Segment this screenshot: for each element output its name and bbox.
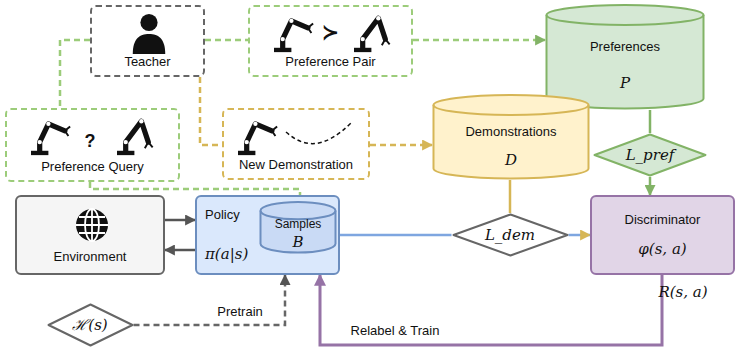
signal-label: R(s, a) [658, 283, 707, 301]
samples-store: SamplesB [259, 202, 337, 254]
globe-icon [74, 207, 110, 243]
discriminator-box: Discriminator φ(s, a) [590, 195, 735, 275]
math-symbol: L_dem [485, 226, 535, 244]
demonstrations-store: DemonstrationsD [432, 95, 590, 180]
math-symbol: P [620, 74, 630, 92]
edge-label: Relabel & Train [349, 323, 442, 339]
node-label: New Demonstration [239, 157, 353, 173]
connector [200, 77, 222, 145]
loss-node: L_dem [452, 213, 569, 257]
node-label: Preferences [590, 39, 660, 55]
math-symbol: L_pref [626, 146, 675, 164]
arm2-icon [352, 13, 396, 53]
connector [165, 219, 195, 222]
connector [90, 182, 300, 195]
connector [340, 234, 452, 237]
connector [60, 40, 90, 108]
node-label: Samples [275, 217, 322, 231]
connector [413, 39, 545, 42]
edge-label: Pretrain [215, 304, 265, 320]
traj-icon [284, 118, 354, 152]
connector [205, 39, 248, 42]
connector [649, 110, 652, 133]
math-symbol: B [292, 233, 303, 251]
preferences-store: PreferencesP [545, 5, 705, 110]
node-label: Environment [54, 249, 127, 265]
connector [649, 177, 652, 195]
person-icon [129, 12, 169, 54]
connector [320, 275, 662, 345]
node-label: Discriminator [625, 212, 701, 228]
arm-icon [236, 116, 280, 156]
connector [569, 234, 591, 237]
node-label: Preference Query [41, 159, 144, 175]
symbol-label: ? [85, 131, 96, 153]
math-symbol: φ(s, a) [638, 240, 686, 258]
prior-node: ℋ(s) [47, 303, 134, 347]
cylinder-outline [545, 5, 705, 110]
math-symbol: ℋ(s) [72, 316, 107, 334]
symbol-label: ≻ [322, 20, 339, 44]
environment-box: Environment [15, 195, 165, 275]
connector [509, 180, 512, 213]
node-label: Preference Pair [285, 54, 375, 70]
node-label: Demonstrations [465, 124, 556, 140]
node-label: Teacher [124, 54, 170, 70]
math-symbol: π(a|s) [205, 245, 248, 263]
arm-icon [272, 13, 316, 53]
policy-box: SamplesB Policy π(a|s) [195, 195, 340, 275]
loss-node: L_pref [593, 133, 707, 177]
teacher-box: Teacher [90, 5, 205, 77]
connector [165, 249, 195, 252]
connector [370, 144, 432, 147]
arm-icon [29, 116, 73, 156]
arm2-icon [115, 116, 159, 156]
node-label: Policy [205, 207, 240, 223]
connector [134, 275, 286, 325]
math-symbol: D [505, 151, 517, 169]
new-demonstration-box: New Demonstration [222, 108, 370, 180]
